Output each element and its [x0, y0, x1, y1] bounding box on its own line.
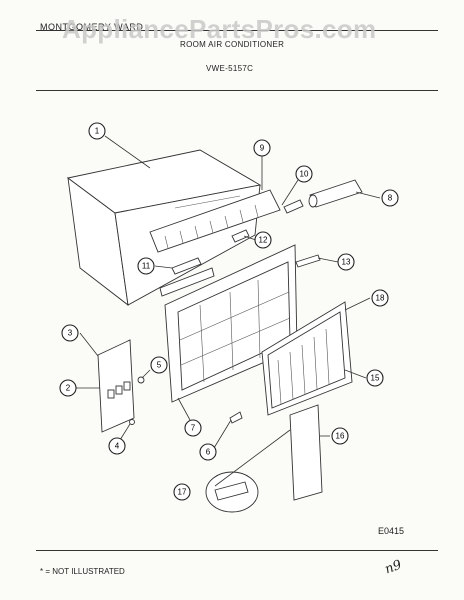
callout-17: 17 — [173, 483, 191, 501]
callout-8: 8 — [381, 189, 399, 207]
clip-part-10[interactable] — [283, 199, 304, 214]
svg-text:2: 2 — [66, 384, 71, 393]
callout-18: 18 — [371, 289, 389, 307]
header-rule-top — [36, 30, 438, 31]
svg-text:3: 3 — [68, 329, 73, 338]
diagram-title: ROOM AIR CONDITIONER — [180, 40, 285, 49]
clip-part-11[interactable] — [171, 257, 202, 275]
callout-16: 16 — [331, 427, 349, 445]
svg-text:12: 12 — [259, 236, 268, 245]
callout-1: 1 — [88, 122, 106, 140]
callout-4: 4 — [108, 437, 126, 455]
svg-text:15: 15 — [371, 374, 380, 383]
pin-part-13[interactable] — [295, 254, 321, 268]
callout-5: 5 — [150, 356, 168, 374]
header-rule-bottom — [36, 90, 438, 91]
callout-6: 6 — [199, 443, 217, 461]
callout-11: 11 — [137, 257, 155, 275]
top-louver-part[interactable] — [149, 189, 281, 253]
clip-part-12[interactable] — [231, 229, 250, 243]
bar-part-7a[interactable] — [159, 267, 215, 297]
brand-name: MONTGOMERY WARD — [40, 22, 144, 32]
callout-9: 9 — [253, 139, 271, 157]
front-grille-part[interactable] — [261, 301, 353, 416]
svg-text:4: 4 — [115, 442, 120, 451]
watermark-text: AppliancePartsPros.com — [62, 14, 377, 44]
svg-text:6: 6 — [206, 448, 211, 457]
callout-12: 12 — [254, 231, 272, 249]
filter-part-16[interactable] — [289, 404, 323, 501]
callout-7: 7 — [184, 419, 202, 437]
screw-part-4[interactable] — [129, 419, 135, 425]
svg-text:10: 10 — [300, 170, 309, 179]
svg-text:8: 8 — [388, 194, 393, 203]
svg-text:5: 5 — [157, 361, 162, 370]
callout-3: 3 — [61, 324, 79, 342]
knob-part-5[interactable] — [137, 376, 145, 384]
svg-text:18: 18 — [376, 294, 385, 303]
bracket-part-17[interactable] — [214, 481, 249, 501]
svg-text:1: 1 — [95, 127, 100, 136]
callout-2: 2 — [59, 379, 77, 397]
model-number: VWE-5157C — [206, 64, 254, 73]
callout-13: 13 — [337, 253, 355, 271]
svg-text:7: 7 — [191, 424, 196, 433]
callout-10: 10 — [295, 165, 313, 183]
footnote-text: * = NOT ILLUSTRATED — [40, 567, 125, 576]
svg-text:11: 11 — [142, 262, 151, 271]
control-panel-part[interactable] — [97, 339, 135, 433]
svg-text:16: 16 — [336, 432, 345, 441]
diagram-code: E0415 — [377, 526, 404, 536]
roller-part-8[interactable] — [308, 179, 363, 208]
callout-15: 15 — [366, 369, 384, 387]
clip-part-6[interactable] — [229, 411, 243, 424]
svg-text:9: 9 — [260, 144, 265, 153]
svg-text:17: 17 — [178, 488, 187, 497]
leader-lines — [76, 135, 381, 487]
svg-text:13: 13 — [342, 258, 351, 267]
footer-rule — [36, 550, 438, 551]
